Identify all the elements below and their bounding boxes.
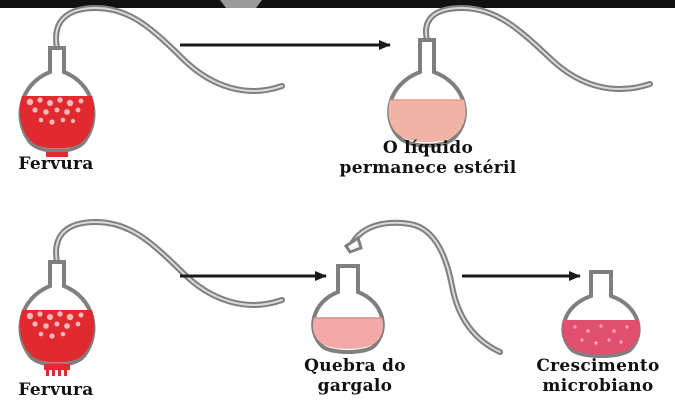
heat-source <box>44 364 70 376</box>
label-liquido-line1: O líquido <box>382 138 474 158</box>
cut-flask-liquid <box>313 318 383 349</box>
flask-boiling-bottom <box>18 218 285 376</box>
boiling-liquid <box>19 310 95 363</box>
broken-neck-tube <box>343 219 503 355</box>
flask-swan-neck-tube <box>423 4 653 93</box>
flask-sterile <box>387 4 653 148</box>
flask-boiling-top <box>18 4 285 157</box>
boiling-bubbles <box>26 97 84 125</box>
heat-source <box>46 152 68 157</box>
label-crescimento-line2: microbiano <box>542 376 654 396</box>
flask-swan-neck-inner <box>55 6 283 92</box>
label-quebra-line2: gargalo <box>317 376 393 396</box>
label-liquido-line2: permanece estéril <box>339 158 517 178</box>
flask-swan-neck-inner <box>55 220 283 306</box>
boiling-liquid <box>19 96 95 149</box>
label-fervura-top: Fervura <box>8 154 104 174</box>
flask-swan-neck-tube <box>53 4 285 94</box>
flask-swan-neck-tube <box>53 218 285 308</box>
broken-neck-tip <box>343 235 363 254</box>
label-fervura-bottom: Fervura <box>8 380 104 400</box>
flask-swan-neck-inner <box>425 6 651 91</box>
top-border-decoration <box>0 0 675 8</box>
label-quebra-line1: Quebra do <box>304 356 406 376</box>
sterile-liquid <box>388 100 466 143</box>
label-fervura-top-text: Fervura <box>18 154 94 174</box>
label-crescimento-microbiano: Crescimento microbiano <box>525 356 671 396</box>
microbial-dots <box>573 324 629 345</box>
boiling-bubbles <box>26 311 84 339</box>
label-crescimento-line1: Crescimento <box>536 356 660 376</box>
label-quebra-gargalo: Quebra do gargalo <box>290 356 420 396</box>
flask-cut-neck <box>311 264 385 354</box>
label-fervura-bottom-text: Fervura <box>18 380 94 400</box>
microbial-liquid <box>562 320 640 355</box>
flask-microbial <box>561 270 641 358</box>
label-liquido-esteril: O líquido permanece estéril <box>318 138 538 178</box>
